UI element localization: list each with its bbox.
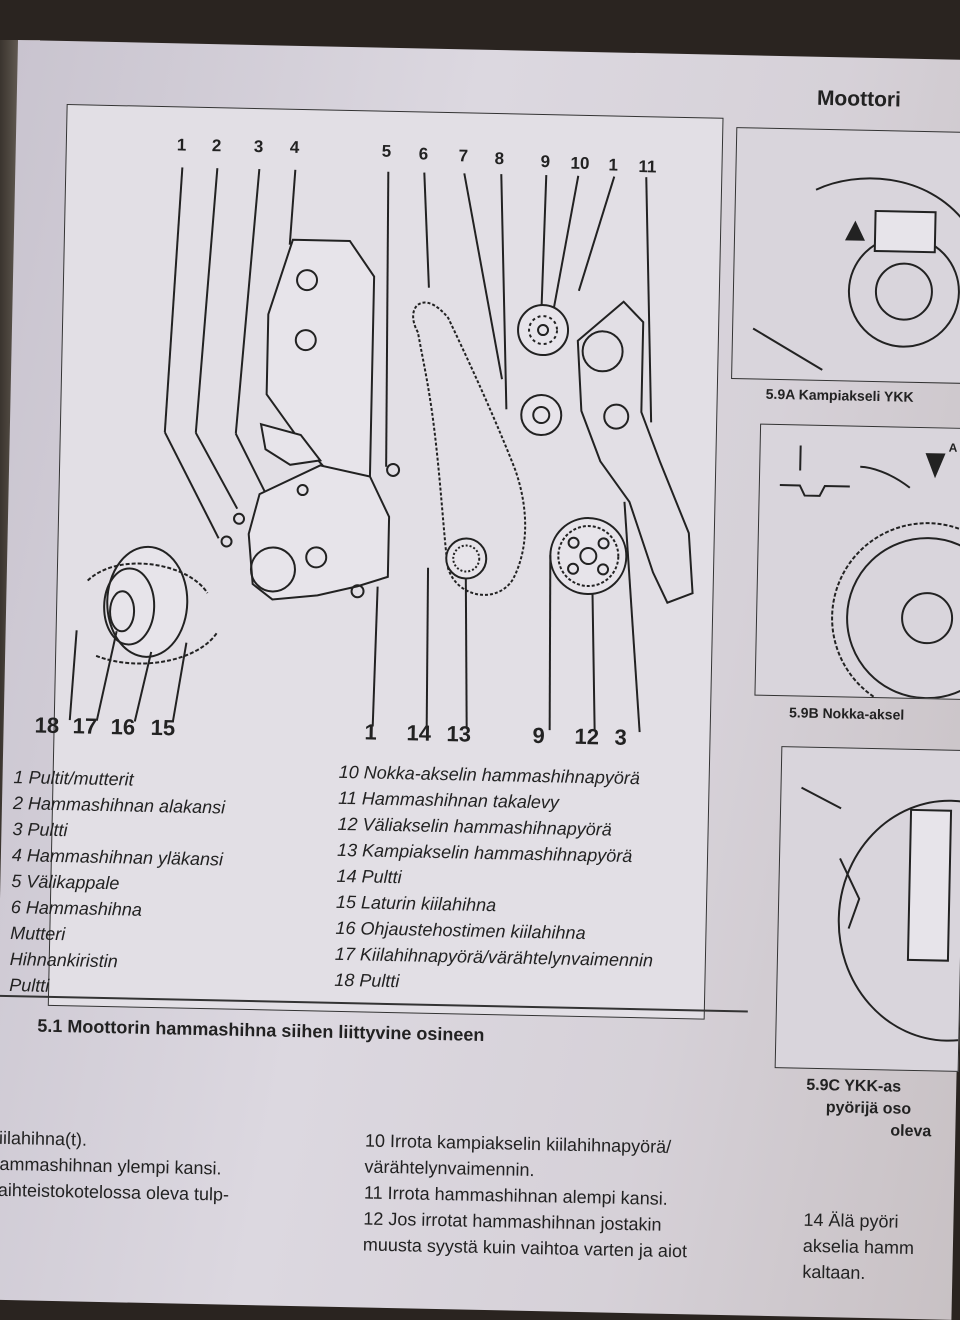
part-number-bottom: 17 [72,713,98,739]
part-number-bottom: 1 [364,719,378,745]
side-figure-caption: 5.9B Nokka-aksel [788,704,905,723]
side-figure-caption-line: oleva [890,1122,932,1141]
side-figure-caption-line: pyörijä oso [825,1099,912,1118]
body-column-right: 14 Älä pyöri akselia hamm kaltaan. [802,1207,915,1287]
timing-mark-label: A [948,440,958,455]
timing-belt [412,301,527,596]
part-number-top: 2 [211,136,222,156]
part-number-bottom: 12 [574,723,600,750]
part-number-bottom: 15 [150,714,176,741]
side-figure-5-9a [731,127,960,385]
belt-tensioner [520,394,563,437]
body-line: kaltaan. [802,1261,866,1284]
timing-belt-exploded-drawing [68,167,694,733]
part-number-bottom: 18 [34,712,60,739]
crankshaft-sprocket [445,537,488,580]
part-number-bottom: 13 [446,721,472,747]
body-line: muusta syystä kuin vaihtoa varten ja aio… [362,1234,688,1262]
timing-belt-backplate [576,300,694,604]
camshaft-pulley [517,304,570,357]
part-number-top: 7 [458,146,469,166]
part-number-top: 8 [494,149,505,169]
body-line: 14 Älä pyöri [803,1209,899,1232]
parts-legend-right: 10 Nokka-akselin hammashihnapyörä 11 Ham… [334,759,657,1000]
side-figure-5-9b: A [754,423,960,701]
side-figure-caption: 5.9C YKK-as [806,1076,902,1096]
part-number-top: 3 [253,136,264,157]
part-number-top: 6 [418,144,429,164]
body-line: a vaihteistokotelossa oleva tulp- [0,1179,230,1205]
leader-lines [163,167,653,539]
part-number-top: 1 [176,135,187,155]
manual-page: Moottori 1 2 3 4 5 6 7 8 9 10 1 11 [0,40,960,1320]
intermediate-shaft-pulley [549,517,628,596]
side-figure-caption: 5.9A Kampiakseli YKK [765,385,914,405]
lower-timing-cover [247,464,391,601]
figure-caption: 5.1 Moottorin hammashihna siihen liittyv… [37,1015,485,1045]
part-number-bottom: 3 [614,724,628,750]
side-figure-5-9c [774,746,960,1072]
part-number-bottom: 14 [406,720,432,746]
intermediate-shaft-illustration [801,786,960,1042]
crankshaft-mark-illustration [752,177,960,371]
parts-legend-left: 1 Pultit/mutterit 2 Hammashihnan alakans… [9,764,226,1002]
part-number-top: 4 [289,137,300,157]
part-number-bottom: 16 [110,714,136,740]
body-line: akselia hamm [802,1235,915,1259]
body-column-middle: 10 Irrota kampiakselin kiilahihnapyörä/ … [363,1128,690,1265]
main-figure-frame: 1 2 3 4 5 6 7 8 9 10 1 11 [9,104,724,1020]
vibration-damper-pulley [87,545,218,665]
body-column-left: a kiilahihna(t). a hammashihnan ylempi k… [0,1124,230,1207]
camshaft-pulley-mark-illustration [779,445,960,701]
part-number-bottom: 9 [532,722,546,749]
part-number-top: 5 [381,141,392,161]
section-header: Moottori [816,86,902,112]
